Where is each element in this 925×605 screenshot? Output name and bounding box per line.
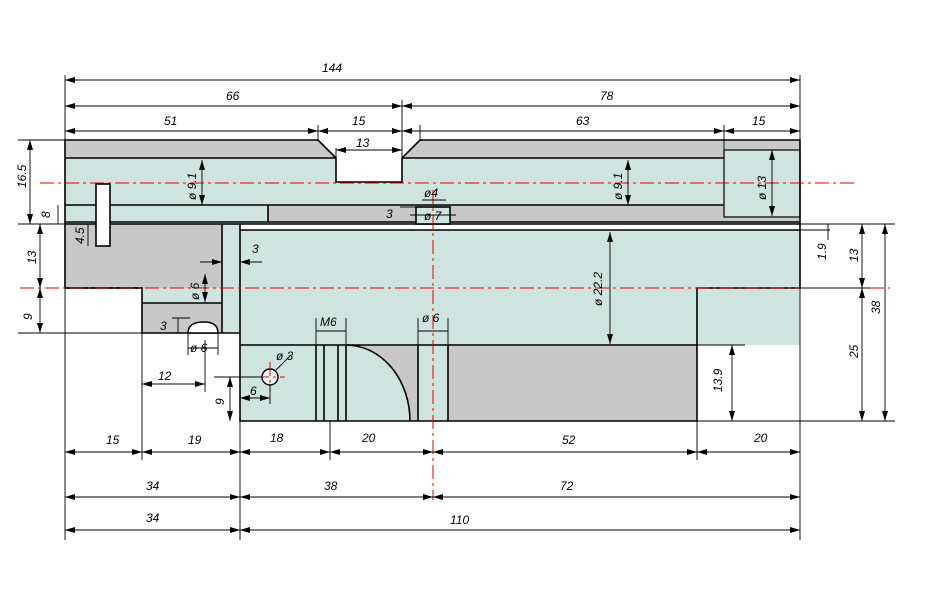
dim-16-5: 16.5 xyxy=(15,164,29,188)
dim-dia-13: ø 13 xyxy=(755,176,769,200)
dim-dia-6-lower: ø 6 xyxy=(190,341,208,355)
dim-13-left: 13 xyxy=(25,250,39,264)
dim-depth-3a: 3 xyxy=(386,207,393,221)
dim-1-9: 1.9 xyxy=(815,243,829,260)
left-dark-block xyxy=(65,223,222,288)
lower-light-region xyxy=(240,345,316,421)
dim-4-5: 4.5 xyxy=(73,227,87,244)
dim-8: 8 xyxy=(39,211,53,218)
dim-b-19: 19 xyxy=(188,433,202,447)
dim-b-20a: 20 xyxy=(361,431,376,445)
dim-dia-22-2: ø 22.2 xyxy=(591,272,605,306)
dim-51: 51 xyxy=(164,114,177,128)
dim-13-right: 13 xyxy=(847,248,861,262)
dim-b-34b: 34 xyxy=(146,511,160,525)
dim-wall-3: 3 xyxy=(252,242,259,256)
dim-15b: 15 xyxy=(752,114,766,128)
dim-dia-9-1-left: ø 9.1 xyxy=(185,173,199,200)
dim-dia-6-upper: ø 6 xyxy=(188,282,202,300)
lower-dark-region xyxy=(448,345,697,421)
dim-dia-3: ø 3 xyxy=(276,349,294,363)
dim-9-left: 9 xyxy=(21,313,35,320)
dim-13-9: 13.9 xyxy=(711,368,725,392)
dim-depth-3b: 3 xyxy=(160,319,167,333)
left-small-light xyxy=(142,288,222,303)
dim-slot-13: 13 xyxy=(356,136,370,150)
dim-b-15: 15 xyxy=(106,433,120,447)
dim-66: 66 xyxy=(226,89,240,103)
dim-15a: 15 xyxy=(352,114,366,128)
top-dark-band-right xyxy=(402,140,800,158)
main-body-right-tab xyxy=(697,230,800,288)
dim-38-right: 38 xyxy=(869,300,883,314)
pin-slot xyxy=(95,183,111,247)
arc-dark xyxy=(346,345,418,421)
lower-thread-strip xyxy=(316,345,346,421)
dim-25: 25 xyxy=(847,344,861,359)
dim-dia-9-1-right: ø 9.1 xyxy=(611,173,625,200)
dim-hole-6: 6 xyxy=(250,384,257,398)
dim-b-18: 18 xyxy=(270,431,284,445)
wall-strip xyxy=(222,223,240,333)
dim-78: 78 xyxy=(600,89,614,103)
dim-dia-6-mid: ø 6 xyxy=(422,311,440,325)
dim-dia-7: ø 7 xyxy=(424,209,443,223)
arc-outline xyxy=(345,344,411,422)
top-dark-strip xyxy=(268,205,800,222)
dim-144: 144 xyxy=(322,61,342,75)
dim-m6: M6 xyxy=(320,315,337,329)
dim-63: 63 xyxy=(576,114,590,128)
dim-dia-4: ø4 xyxy=(424,186,438,200)
dim-b-34a: 34 xyxy=(146,479,160,493)
dim-b-52: 52 xyxy=(562,433,576,447)
small-hole-arc xyxy=(187,321,219,334)
dim-b-38: 38 xyxy=(324,479,338,493)
dim-hole-9: 9 xyxy=(213,398,227,405)
dim-b-72: 72 xyxy=(560,479,574,493)
top-dark-band-left xyxy=(65,140,336,158)
top-left-strip xyxy=(65,205,268,222)
dim-b-20b: 20 xyxy=(753,431,768,445)
dim-b-110: 110 xyxy=(450,513,469,527)
dim-hole-12: 12 xyxy=(158,369,172,383)
